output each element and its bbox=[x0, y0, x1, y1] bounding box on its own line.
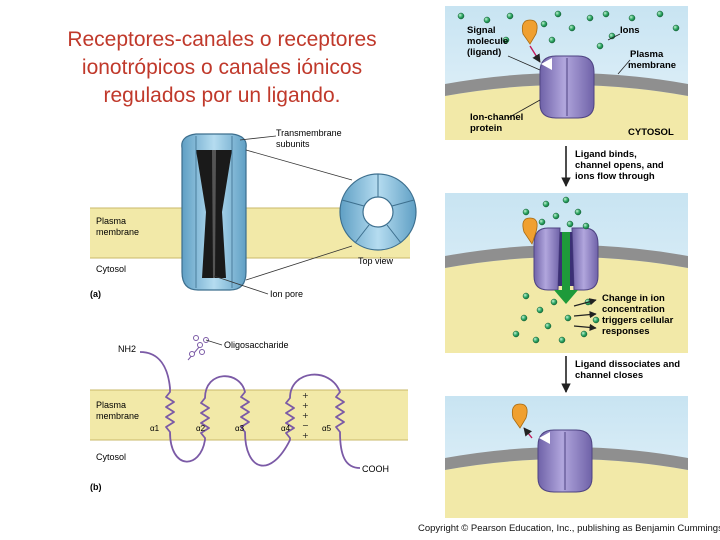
label-signal: Signal bbox=[467, 25, 496, 36]
label-helix-1: α1 bbox=[150, 424, 160, 433]
right-column: Signal molecule (ligand) Ions Plasma mem… bbox=[445, 6, 688, 518]
label-change-line2: concentration bbox=[602, 304, 665, 315]
copyright-notice: Copyright © Pearson Education, Inc., pub… bbox=[418, 523, 720, 534]
label-step1-line3: ions flow through bbox=[575, 171, 655, 182]
label-a-plasma: Plasma bbox=[96, 216, 126, 226]
title-line-1: Receptores-canales o receptores bbox=[67, 28, 377, 51]
panel-2-cytosol bbox=[445, 257, 688, 353]
label-ligand: (ligand) bbox=[467, 47, 501, 58]
side-to-top-line-2 bbox=[245, 245, 353, 281]
side-to-top-line-1 bbox=[245, 149, 353, 181]
label-helix-4: α4 bbox=[281, 424, 291, 433]
title-line-2: ionotrópicos o canales iónicos bbox=[81, 56, 363, 79]
label-helix-2: α2 bbox=[196, 424, 206, 433]
label-nh2: NH2 bbox=[118, 344, 136, 354]
label-a-cytosol: Cytosol bbox=[96, 264, 126, 274]
label-step1-line2: channel opens, and bbox=[575, 160, 664, 171]
panel-1-binding-site bbox=[541, 58, 552, 70]
leader-plasma bbox=[617, 59, 631, 75]
leader-ligand bbox=[507, 55, 541, 71]
leader-transmembrane bbox=[239, 135, 277, 141]
leader-ion-channel bbox=[507, 99, 541, 119]
label-step2-line2: channel closes bbox=[575, 370, 643, 381]
label-right-membrane: membrane bbox=[628, 60, 676, 71]
svg-text:+: + bbox=[302, 431, 309, 440]
top-view-divider-3 bbox=[386, 224, 402, 244]
label-panel-a: (a) bbox=[90, 289, 101, 299]
svg-text:+: + bbox=[302, 391, 309, 400]
channel-top-view bbox=[339, 173, 417, 251]
panel-1-channel bbox=[539, 55, 595, 119]
label-helix-5: α5 bbox=[322, 424, 332, 433]
svg-text:+: + bbox=[302, 411, 309, 420]
leader-ion-pore bbox=[213, 275, 269, 295]
polypeptide-chain bbox=[139, 351, 361, 469]
label-change-line1: Change in ion bbox=[602, 293, 665, 304]
label-panel-b: (b) bbox=[90, 482, 102, 492]
charge-marks: + + + − + bbox=[302, 391, 309, 440]
panel-3-binding-site bbox=[539, 432, 550, 444]
label-b-plasma: Plasma bbox=[96, 400, 126, 410]
label-b-membrane: membrane bbox=[96, 411, 139, 421]
label-protein: protein bbox=[470, 123, 502, 134]
svg-text:−: − bbox=[302, 421, 309, 430]
label-molecule: molecule bbox=[467, 36, 508, 47]
panel-2-response-arrows bbox=[573, 298, 597, 331]
label-top-view: Top view bbox=[358, 256, 394, 266]
panel-3-channel bbox=[537, 429, 593, 493]
label-right-plasma: Plasma bbox=[630, 49, 664, 60]
channel-side-view bbox=[181, 133, 247, 291]
panel-b: + + + − + NH2 Oligosaccharide Plasma mem… bbox=[90, 335, 408, 492]
label-step1-line1: Ligand binds, bbox=[575, 149, 637, 160]
top-view-divider-4 bbox=[354, 224, 370, 244]
label-b-cytosol: Cytosol bbox=[96, 452, 126, 462]
label-ions: Ions bbox=[620, 25, 640, 36]
label-cytosol-upper: CYTOSOL bbox=[628, 127, 674, 138]
right-panel-1: Signal molecule (ligand) Ions Plasma mem… bbox=[445, 6, 688, 140]
ion-pore-channel bbox=[212, 150, 216, 278]
panel-a: Transmembrane subunits Plasma membrane C… bbox=[90, 128, 417, 299]
leader-ions bbox=[607, 33, 621, 41]
panel-1-ligand-arrow bbox=[529, 45, 541, 63]
panel-3-ligand-arrow bbox=[523, 427, 533, 439]
panel-2-ions-above bbox=[522, 196, 590, 230]
panel-1-ions bbox=[457, 10, 680, 50]
panel-2-ion-flow-arrow bbox=[554, 232, 578, 304]
right-panel-2: Change in ion concentration triggers cel… bbox=[445, 193, 688, 353]
oligosaccharide-tree bbox=[187, 335, 209, 361]
panel-b-membrane-band bbox=[90, 390, 408, 440]
top-view-divider-2 bbox=[391, 199, 415, 207]
label-helix-3: α3 bbox=[235, 424, 245, 433]
panel-2-ligand-bound bbox=[522, 217, 538, 245]
label-subunits: subunits bbox=[276, 139, 310, 149]
right-panel-3 bbox=[445, 396, 688, 518]
panel-3-ligand-released bbox=[511, 403, 528, 429]
label-cooh: COOH bbox=[362, 464, 389, 474]
panel-1-ligand bbox=[521, 19, 538, 45]
label-oligosaccharide: Oligosaccharide bbox=[224, 340, 289, 350]
label-a-membrane: membrane bbox=[96, 227, 139, 237]
label-ion-pore: Ion pore bbox=[270, 289, 303, 299]
leader-oligosaccharide bbox=[205, 339, 223, 346]
top-view-divider-5 bbox=[341, 199, 365, 207]
label-change-line3: triggers cellular bbox=[602, 315, 674, 326]
label-ion-channel: Ion-channel bbox=[470, 112, 523, 123]
label-step2-line1: Ligand dissociates and bbox=[575, 359, 680, 370]
top-view-pore bbox=[362, 196, 394, 228]
title-line-3: regulados por un ligando. bbox=[103, 84, 341, 107]
svg-text:+: + bbox=[302, 401, 309, 410]
label-change-line4: responses bbox=[602, 326, 650, 337]
label-transmembrane: Transmembrane bbox=[276, 128, 342, 138]
slide-title: Receptores-canales o receptores ionotróp… bbox=[22, 26, 422, 110]
